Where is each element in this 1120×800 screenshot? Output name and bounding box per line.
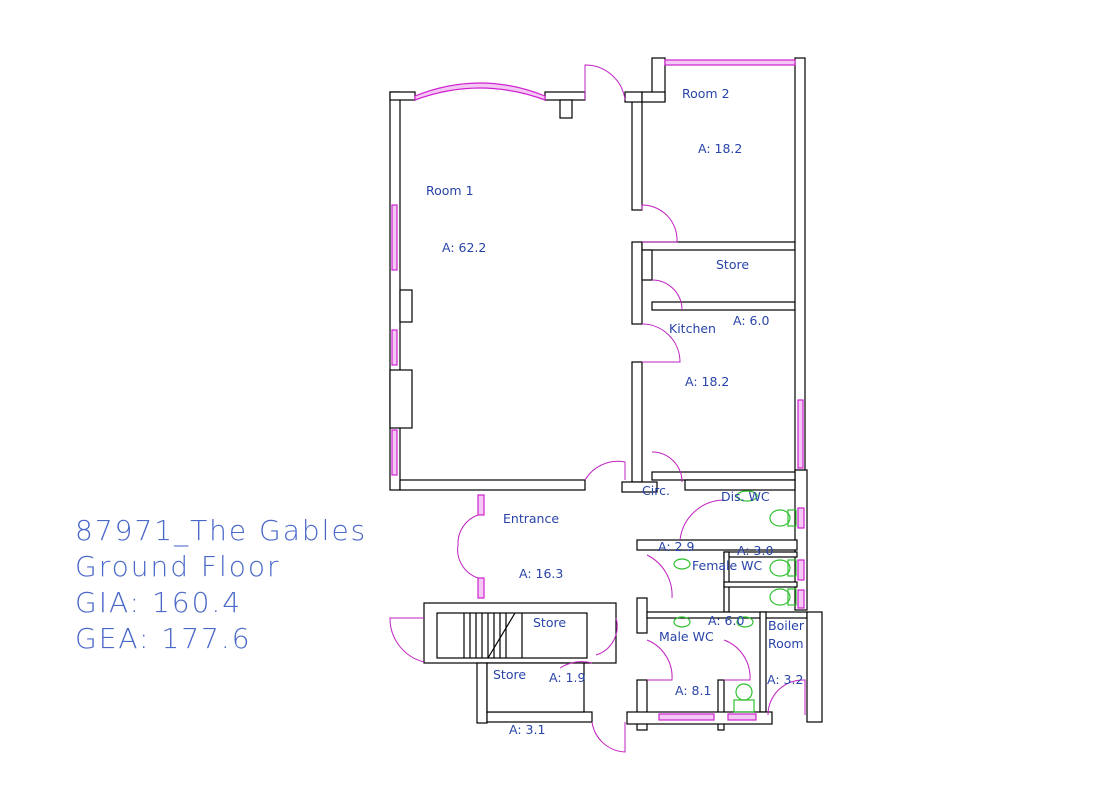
room-2-name: Room 2 bbox=[682, 86, 730, 101]
store-lower-area: A: 3.1 bbox=[509, 722, 545, 737]
store-lower-name: Store bbox=[493, 667, 526, 682]
boiler-room-name-line2: Room bbox=[768, 636, 804, 651]
entrance-area: A: 16.3 bbox=[519, 566, 563, 581]
windows bbox=[391, 59, 805, 721]
store-name: Store bbox=[716, 257, 749, 272]
dis-wc-area: A: 3.0 bbox=[737, 543, 773, 558]
room-2-area: A: 18.2 bbox=[698, 141, 742, 156]
gia-value: GIA: 160.4 bbox=[75, 586, 242, 619]
male-wc-name: Male WC bbox=[659, 629, 714, 644]
kitchen-name: Kitchen bbox=[669, 321, 716, 336]
entrance-name: Entrance bbox=[503, 511, 559, 526]
circ-area: A: 2.9 bbox=[658, 539, 694, 554]
dis-wc-name: Dis. WC bbox=[721, 489, 770, 504]
kitchen-area: A: 18.2 bbox=[685, 374, 729, 389]
title-block: 87971_The Gables Ground Floor GIA: 160.4… bbox=[75, 514, 367, 655]
room-1-area: A: 62.2 bbox=[442, 240, 486, 255]
male-wc-area: A: 8.1 bbox=[675, 683, 711, 698]
boiler-room-name-line1: Boiler bbox=[768, 618, 805, 633]
gea-value: GEA: 177.6 bbox=[75, 622, 252, 655]
store-area: A: 6.0 bbox=[733, 313, 769, 328]
room-labels: Room 1 A: 62.2 Room 2 A: 18.2 Store A: 6… bbox=[426, 86, 805, 737]
floor-name: Ground Floor bbox=[75, 550, 281, 583]
store-small-name: Store bbox=[533, 615, 566, 630]
doors bbox=[389, 64, 806, 753]
female-wc-name: Female WC bbox=[692, 558, 763, 573]
circ-name: Circ. bbox=[642, 483, 670, 498]
project-title: 87971_The Gables bbox=[75, 514, 367, 548]
walls bbox=[389, 57, 823, 731]
stairs bbox=[463, 612, 516, 659]
boiler-room-area: A: 3.2 bbox=[767, 672, 803, 687]
female-wc-area: A: 6.0 bbox=[708, 613, 744, 628]
room-1-name: Room 1 bbox=[426, 183, 474, 198]
sanitary-fixtures bbox=[673, 490, 797, 713]
store-small-area: A: 1.9 bbox=[549, 670, 585, 685]
